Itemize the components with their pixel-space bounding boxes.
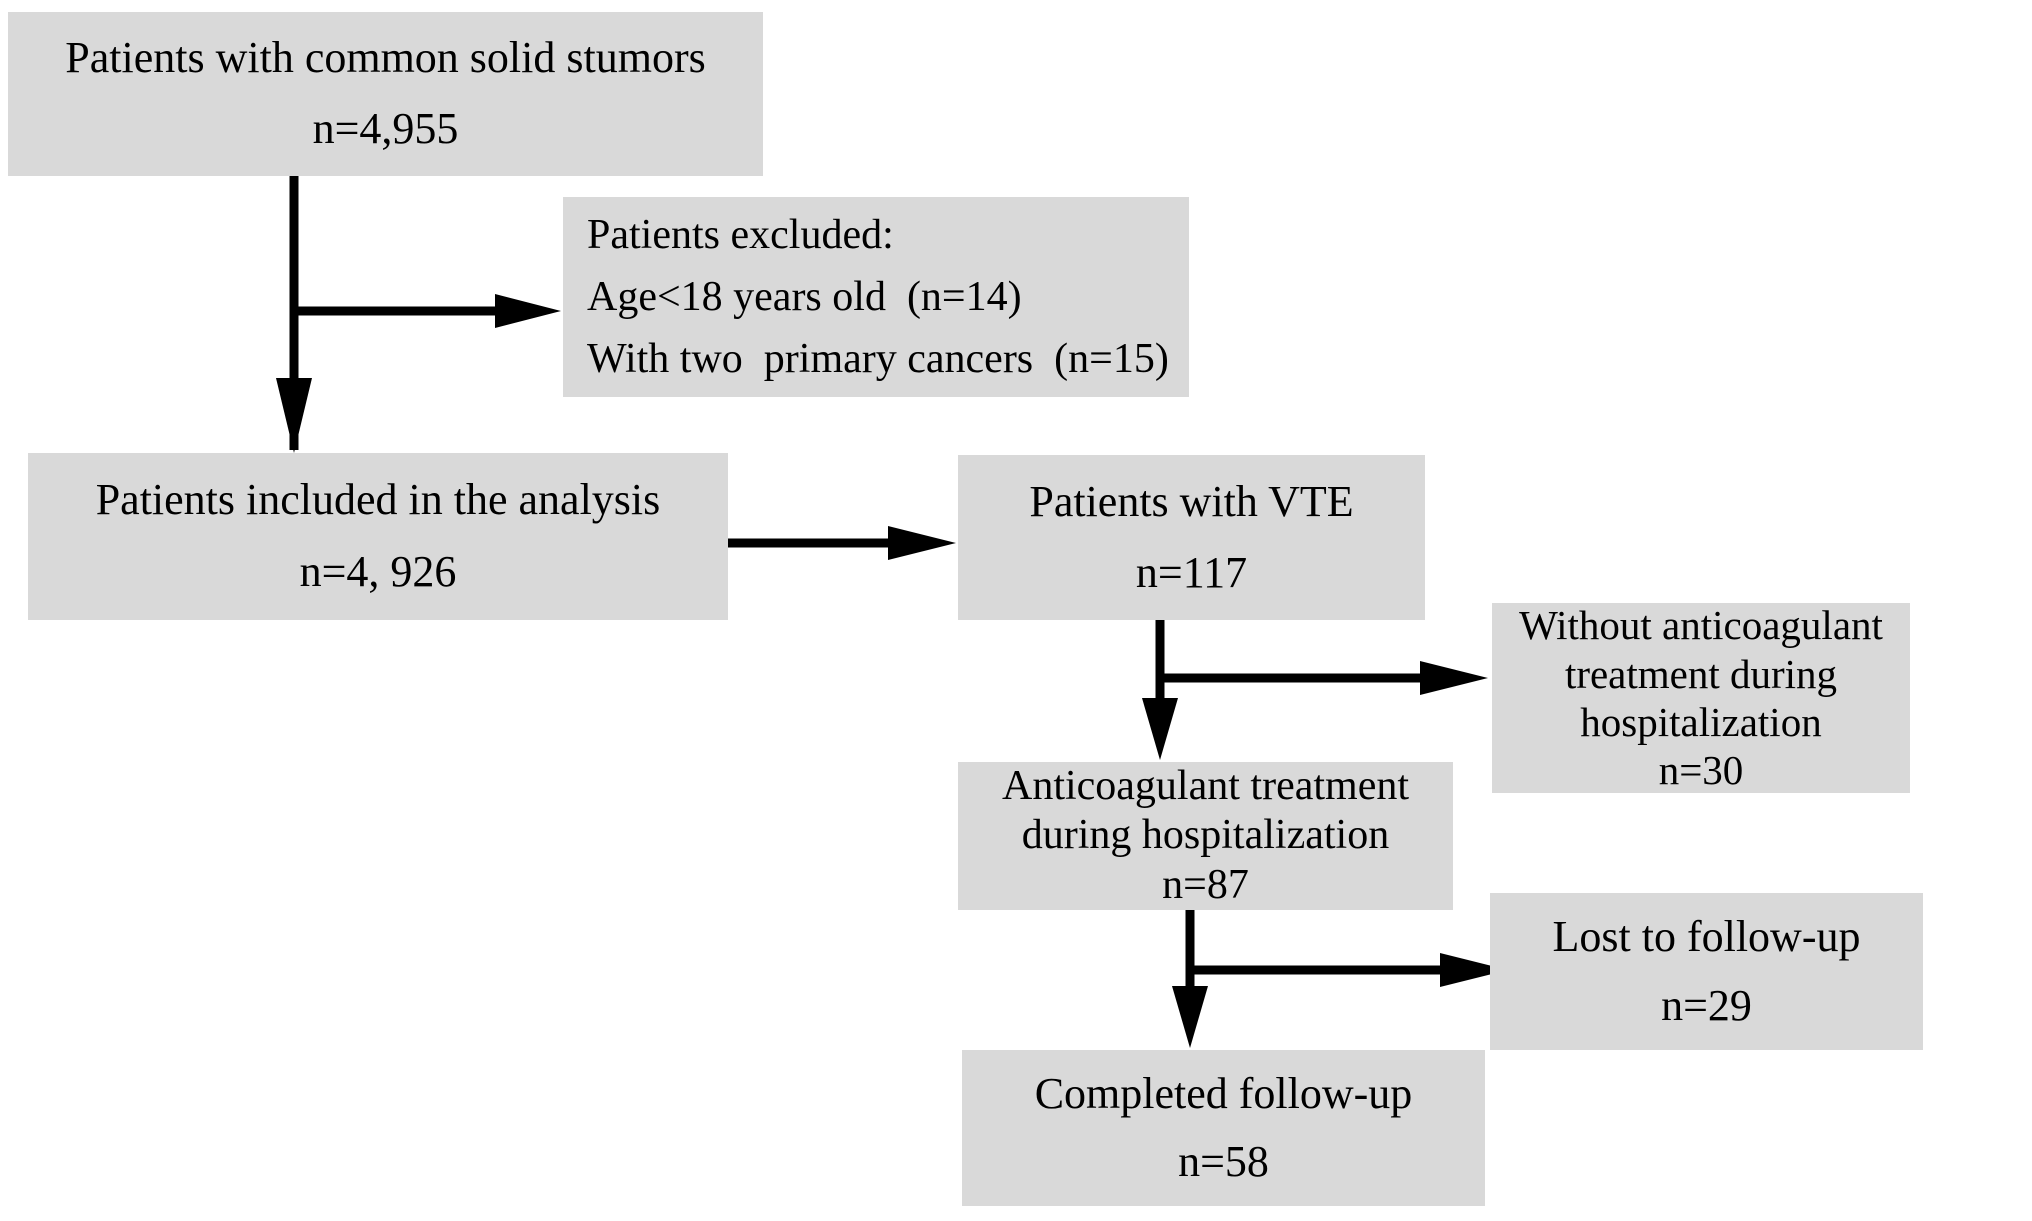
arrowhead-right-icon [1420, 661, 1488, 695]
connector-to-lost-followup [1190, 953, 1508, 987]
node-anticoagulant-count: n=87 [1162, 861, 1249, 908]
arrowhead-down-icon [1142, 698, 1178, 760]
node-no-anticoagulant-line: treatment during [1564, 650, 1838, 697]
node-anticoagulant-line: Anticoagulant treatment [1001, 762, 1410, 809]
node-no-anticoagulant-count: n=30 [1658, 747, 1744, 794]
connector-solid-tumors-to-included [276, 176, 312, 453]
arrowhead-right-icon [888, 526, 956, 560]
node-included: Patients included in the analysis n=4, 9… [28, 453, 728, 620]
node-vte-title: Patients with VTE [1029, 476, 1354, 526]
node-lost-followup-title: Lost to follow-up [1552, 912, 1861, 962]
node-no-anticoagulant-line: Without anticoagulant [1519, 602, 1883, 649]
node-completed-followup-title: Completed follow-up [1034, 1068, 1413, 1118]
node-lost-followup-count: n=29 [1661, 980, 1752, 1030]
node-excluded-reason: With two primary cancers (n=15) [587, 336, 1169, 383]
node-no-anticoagulant-line: hospitalization [1580, 699, 1822, 745]
connector-included-to-vte [728, 526, 956, 560]
node-lost-followup: Lost to follow-up n=29 [1490, 893, 1923, 1050]
node-included-title: Patients included in the analysis [95, 475, 661, 525]
connector-to-no-anticoagulant [1160, 661, 1488, 695]
node-solid-tumors: Patients with common solid stumors n=4,9… [8, 12, 763, 176]
node-anticoagulant: Anticoagulant treatment during hospitali… [958, 762, 1453, 910]
node-vte-count: n=117 [1135, 547, 1248, 597]
node-included-count: n=4, 926 [299, 547, 457, 597]
node-excluded: Patients excluded: Age<18 years old (n=1… [563, 197, 1189, 397]
arrowhead-right-icon [495, 294, 561, 328]
node-excluded-title: Patients excluded: [587, 211, 894, 258]
node-no-anticoagulant: Without anticoagulant treatment during h… [1492, 602, 1910, 794]
node-excluded-reason: Age<18 years old (n=14) [587, 273, 1022, 320]
connector-to-excluded [294, 294, 561, 328]
connector-vte-to-anticoagulant [1142, 620, 1178, 760]
node-solid-tumors-title: Patients with common solid stumors [65, 33, 706, 83]
node-completed-followup: Completed follow-up n=58 [962, 1050, 1485, 1206]
node-vte: Patients with VTE n=117 [958, 455, 1425, 620]
node-solid-tumors-count: n=4,955 [312, 104, 459, 154]
node-anticoagulant-line: during hospitalization [1021, 812, 1390, 859]
connector-anticoagulant-to-completed [1172, 910, 1208, 1048]
node-completed-followup-count: n=58 [1178, 1136, 1269, 1186]
arrowhead-down-icon [276, 378, 312, 453]
arrowhead-down-icon [1172, 986, 1208, 1048]
